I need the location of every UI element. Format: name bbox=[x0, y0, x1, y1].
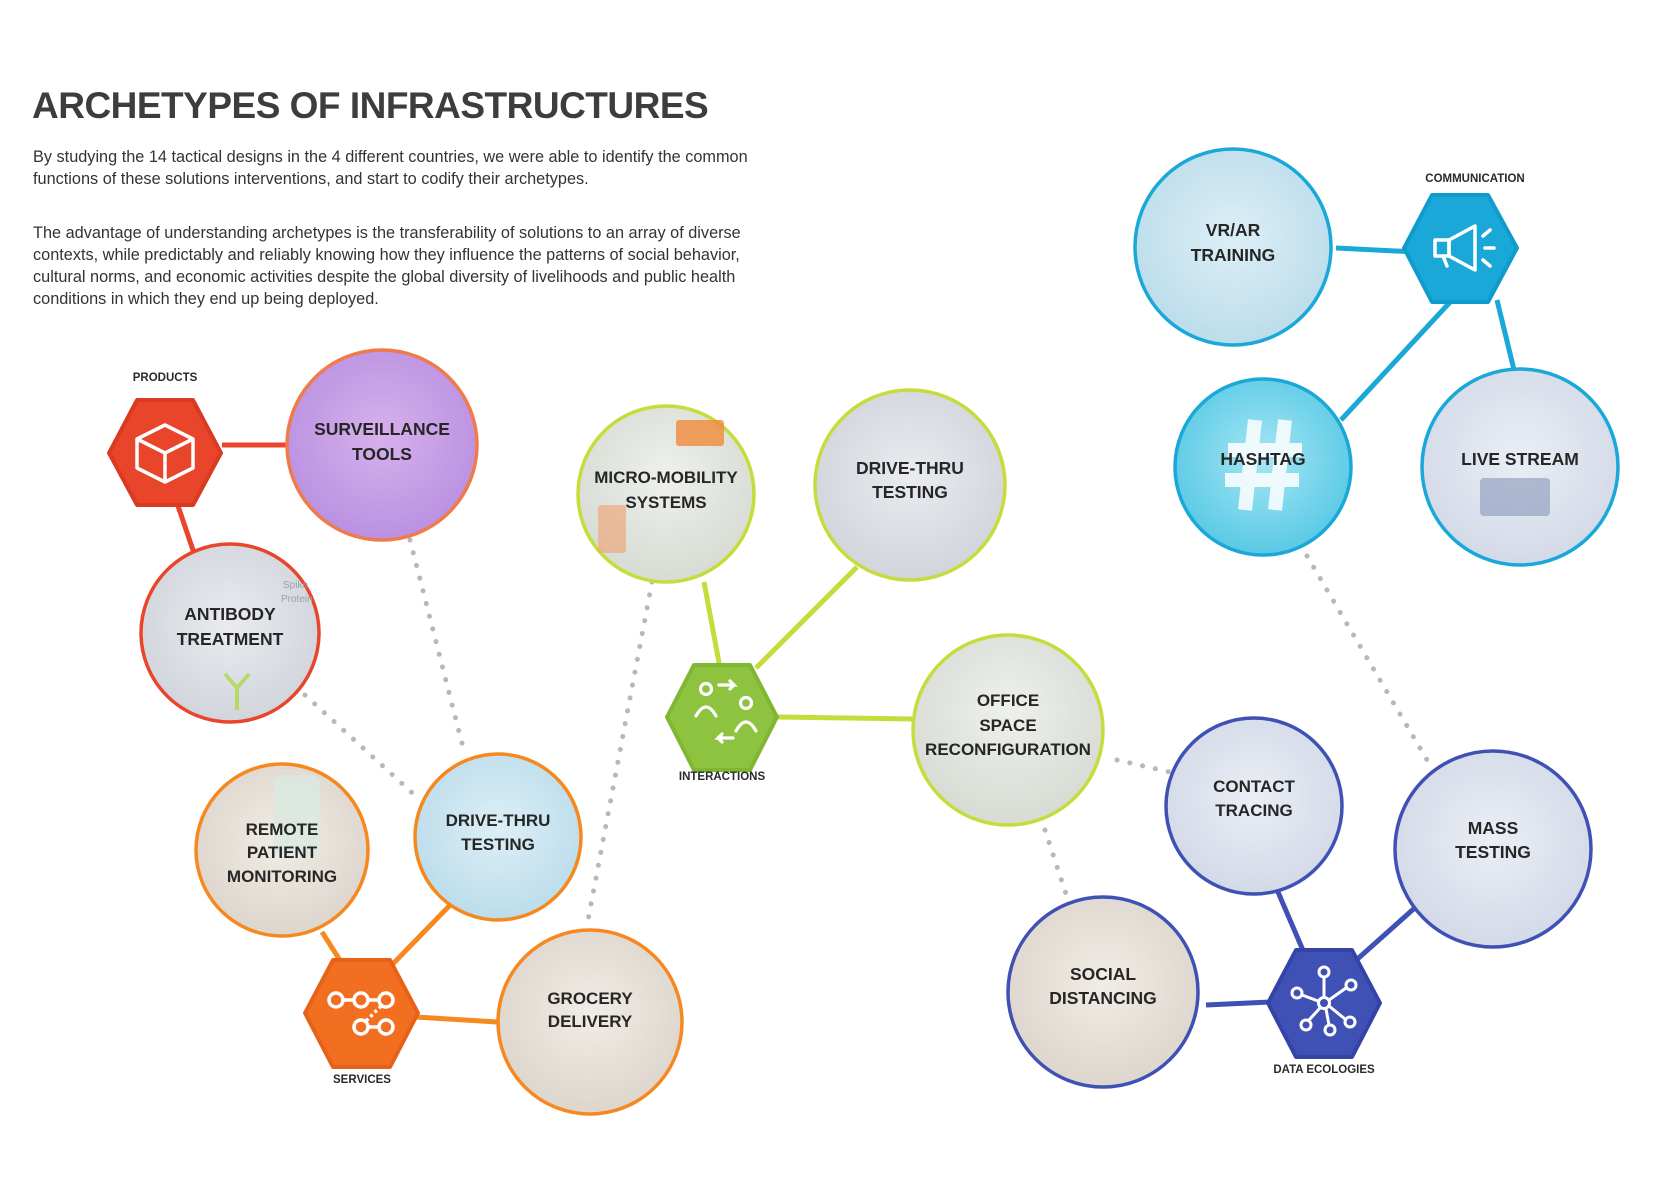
phone-image-shape bbox=[274, 775, 320, 855]
micro-mobility-sign bbox=[676, 420, 724, 446]
antibody-image-text-2: Protein bbox=[281, 594, 313, 605]
office-space-reconfiguration-circle: OFFICE SPACE RECONFIGURATION bbox=[911, 633, 1105, 827]
services-hexagon-shape bbox=[303, 958, 420, 1069]
remote-patient-label-1: REMOTE bbox=[246, 820, 319, 839]
interactions-to-micromobility bbox=[701, 581, 723, 669]
social-distancing-circle: SOCIAL DISTANCING bbox=[1006, 895, 1200, 1089]
service-nodes-icon bbox=[327, 991, 395, 1036]
live-stream-circle: LIVE STREAM bbox=[1420, 367, 1620, 567]
dotted-micromobility-to-grocery bbox=[585, 579, 655, 923]
vr-ar-label-2: TRAINING bbox=[1191, 245, 1276, 265]
cube-icon bbox=[135, 423, 195, 484]
data-to-social bbox=[1205, 999, 1271, 1008]
products-to-antibody bbox=[173, 499, 198, 557]
contact-tracing-label-1: CONTACT bbox=[1213, 777, 1295, 796]
hashtag-icon bbox=[1225, 419, 1302, 511]
surveillance-tools-label-1: SURVEILLANCE bbox=[314, 419, 450, 439]
services-hexagon bbox=[303, 958, 420, 1069]
surveillance-tools-label-2: TOOLS bbox=[352, 444, 412, 464]
communication-to-vrar bbox=[1335, 245, 1417, 255]
mass-testing-circle: MASS TESTING bbox=[1393, 749, 1593, 949]
social-distancing-label-1: SOCIAL bbox=[1070, 964, 1136, 984]
drive-thru-services-label-2: TESTING bbox=[461, 835, 535, 854]
communication-connectors bbox=[1335, 245, 1518, 422]
remote-patient-label-2: PATIENT bbox=[247, 843, 318, 862]
products-hexagon bbox=[107, 398, 223, 507]
people-exchange-icon bbox=[694, 679, 758, 744]
network-icon bbox=[1290, 965, 1358, 1037]
interactions-connectors bbox=[701, 565, 913, 722]
office-space-label-3: RECONFIGURATION bbox=[925, 740, 1091, 759]
data-ecologies-label: DATA ECOLOGIES bbox=[1273, 1064, 1375, 1076]
communication-to-hashtag bbox=[1339, 298, 1454, 422]
office-space-label-2: SPACE bbox=[979, 716, 1036, 735]
antibody-image-text-1: Spike bbox=[283, 580, 308, 591]
communication-hexagon-shape bbox=[1402, 193, 1519, 304]
office-space-label-1: OFFICE bbox=[977, 691, 1039, 710]
dotted-antibody-to-drivethru bbox=[302, 692, 423, 803]
micro-mobility-circle: MICRO-MOBILITY SYSTEMS bbox=[576, 404, 756, 584]
antibody-treatment-label-2: TREATMENT bbox=[177, 629, 284, 649]
products-connectors bbox=[173, 442, 288, 557]
drive-thru-interactions-label-1: DRIVE-THRU bbox=[856, 458, 964, 478]
products-label: PRODUCTS bbox=[133, 372, 198, 384]
intro-paragraph-1: By studying the 14 tactical designs in t… bbox=[33, 148, 748, 188]
vr-ar-training-circle: VR/AR TRAINING bbox=[1133, 147, 1333, 347]
mass-testing-label-1: MASS bbox=[1468, 818, 1519, 838]
intro-paragraph-2: The advantage of understanding archetype… bbox=[33, 224, 741, 308]
interactions-hexagon bbox=[665, 663, 779, 772]
camera-image-shape bbox=[1480, 478, 1550, 516]
mass-testing-label-2: TESTING bbox=[1455, 842, 1531, 862]
interactions-label: INTERACTIONS bbox=[679, 771, 766, 783]
drive-thru-interactions-label-2: TESTING bbox=[872, 482, 948, 502]
micro-mobility-barrier bbox=[598, 505, 626, 553]
antibody-y-icon bbox=[223, 672, 251, 710]
drive-thru-testing-interactions-circle: DRIVE-THRU TESTING bbox=[813, 388, 1007, 582]
micro-mobility-label-1: MICRO-MOBILITY bbox=[594, 468, 738, 487]
grocery-delivery-label-1: GROCERY bbox=[547, 989, 633, 1008]
remote-patient-label-3: MONITORING bbox=[227, 867, 337, 886]
interactions-to-office bbox=[777, 714, 913, 722]
vr-ar-label-1: VR/AR bbox=[1206, 220, 1261, 240]
services-label: SERVICES bbox=[333, 1074, 391, 1086]
remote-patient-monitoring-circle: REMOTE PATIENT MONITORING bbox=[194, 762, 370, 938]
interactions-hexagon-shape bbox=[665, 663, 779, 772]
hashtag-circle: HASHTAG bbox=[1173, 377, 1353, 557]
megaphone-icon bbox=[1433, 224, 1496, 272]
dotted-office-to-social bbox=[1042, 827, 1071, 903]
drive-thru-testing-services-circle: DRIVE-THRU TESTING bbox=[413, 752, 583, 922]
drive-thru-services-label-1: DRIVE-THRU bbox=[446, 811, 551, 830]
dotted-connectors bbox=[302, 537, 1433, 923]
dotted-surveillance-to-drivethru bbox=[407, 537, 468, 758]
surveillance-tools-circle: SURVEILLANCE TOOLS bbox=[285, 348, 479, 542]
communication-to-livestream bbox=[1494, 299, 1518, 375]
dotted-hashtag-to-mass bbox=[1304, 553, 1433, 768]
services-to-grocery bbox=[415, 1014, 498, 1025]
data-ecologies-hexagon-shape bbox=[1266, 948, 1382, 1059]
communication-label: COMMUNICATION bbox=[1425, 173, 1524, 185]
dotted-office-to-contact bbox=[1114, 757, 1173, 775]
communication-hexagon bbox=[1402, 193, 1519, 304]
services-to-drivethru bbox=[383, 898, 457, 974]
data-to-contact bbox=[1272, 884, 1308, 956]
data-ecologies-hexagon bbox=[1266, 948, 1382, 1059]
antibody-treatment-label-1: ANTIBODY bbox=[184, 604, 276, 624]
grocery-delivery-label-2: DELIVERY bbox=[548, 1012, 633, 1031]
social-distancing-label-2: DISTANCING bbox=[1049, 988, 1157, 1008]
antibody-treatment-circle: Spike Protein ANTIBODY TREATMENT bbox=[139, 542, 321, 724]
micro-mobility-label-2: SYSTEMS bbox=[625, 493, 706, 512]
contact-tracing-label-2: TRACING bbox=[1215, 801, 1292, 820]
hashtag-label: HASHTAG bbox=[1220, 449, 1305, 469]
interactions-to-drivethru bbox=[754, 565, 859, 670]
data-ecologies-connectors bbox=[1205, 884, 1420, 1008]
data-to-mass bbox=[1351, 903, 1420, 965]
page-title: ARCHETYPES OF INFRASTRUCTURES bbox=[32, 85, 709, 126]
grocery-delivery-circle: GROCERY DELIVERY bbox=[496, 928, 684, 1116]
live-stream-label: LIVE STREAM bbox=[1461, 449, 1579, 469]
contact-tracing-circle: CONTACT TRACING bbox=[1164, 716, 1344, 896]
